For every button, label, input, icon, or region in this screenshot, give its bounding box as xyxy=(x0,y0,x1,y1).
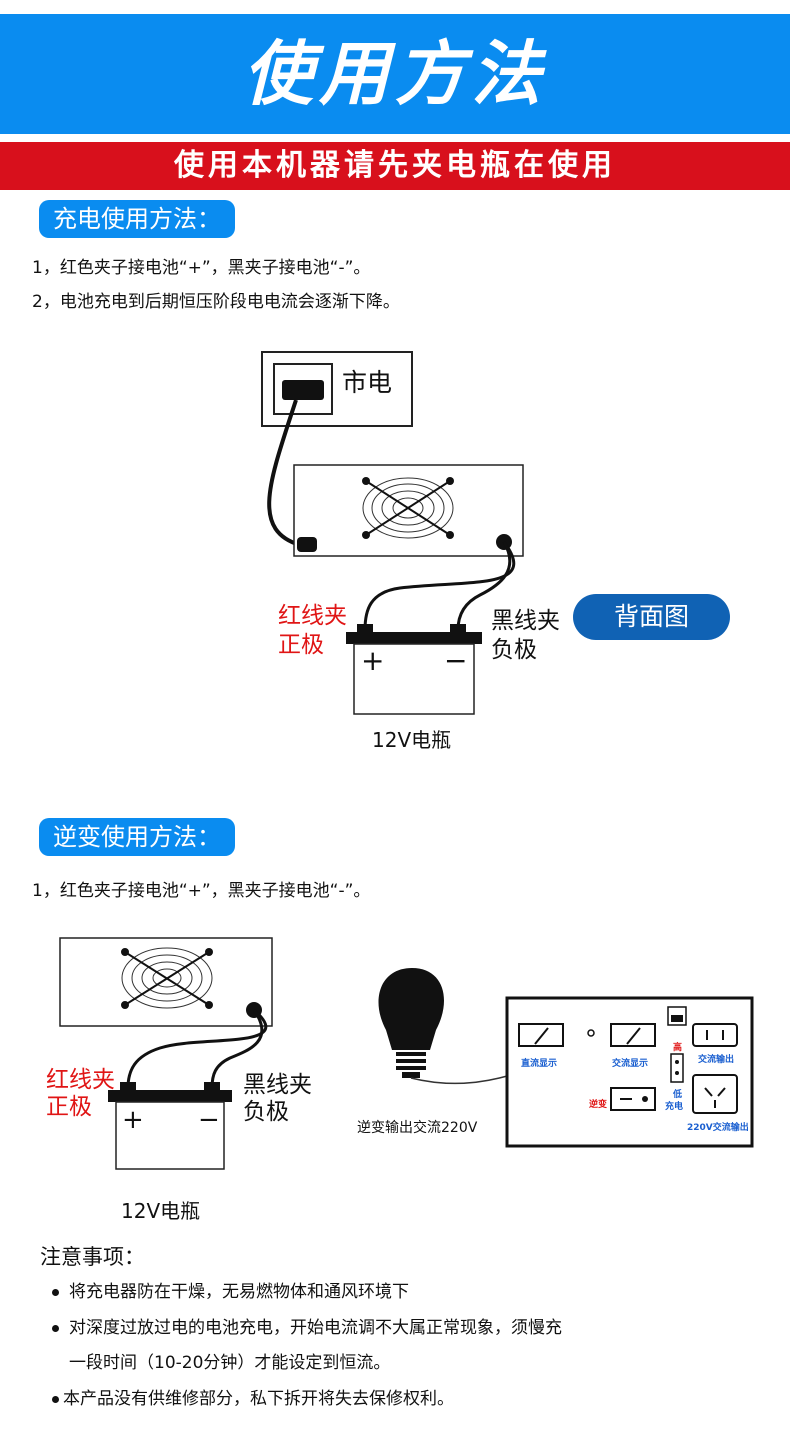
battery-top xyxy=(108,1090,232,1102)
ac-outlet-small xyxy=(692,1023,738,1047)
ac-outlet-large xyxy=(692,1074,738,1114)
black-clip-label: 黑线夹 xyxy=(243,1072,312,1098)
battery-top xyxy=(346,632,482,644)
back-view-badge: 背面图 xyxy=(573,594,730,640)
fan-icon xyxy=(362,477,454,539)
inverter-device-back xyxy=(59,937,273,1027)
note-item-2: 对深度过放过电的电池充电，开始电流调不大属正常现象，须慢充 xyxy=(52,1316,562,1340)
inverter-section-pill: 逆变使用方法： xyxy=(39,818,235,856)
fan-icon xyxy=(121,947,213,1009)
notes-title: 注意事项： xyxy=(40,1245,145,1269)
ac-output-label: 交流输出 xyxy=(698,1055,735,1065)
note-item-3: 本产品没有供维修部分，私下拆开将失去保修权利。 xyxy=(52,1387,454,1411)
battery-label: 12V电瓶 xyxy=(372,728,452,752)
bulb-caption: 逆变输出交流220V xyxy=(357,1120,478,1136)
mains-plug xyxy=(282,380,324,400)
page-title: 使用方法 xyxy=(243,33,547,115)
inverter-diagram xyxy=(59,937,754,1170)
ac-220-output-label: 220V交流输出 xyxy=(687,1123,749,1133)
bullet-icon xyxy=(52,1395,59,1403)
charge-section-pill: 充电使用方法： xyxy=(39,200,235,238)
bullet-icon xyxy=(52,1324,59,1332)
device-back-panel xyxy=(293,464,524,557)
red-clip-positive: 正极 xyxy=(46,1094,92,1120)
inverter-label: 逆变 xyxy=(589,1100,608,1110)
inverter-front-panel xyxy=(505,996,754,1148)
plus-sign: + xyxy=(361,644,385,677)
black-clip-negative: 负极 xyxy=(243,1099,289,1125)
battery-label: 12V电瓶 xyxy=(121,1199,201,1223)
inverter-switch xyxy=(610,1087,656,1111)
red-clip-positive: 正极 xyxy=(278,632,324,658)
minus-sign: − xyxy=(444,644,468,677)
charge-instruction-1: 1，红色夹子接电池“+”，黑夹子接电池“-”。 xyxy=(32,258,371,278)
note-item-1: 将充电器防在干燥，无易燃物体和通风环境下 xyxy=(52,1280,409,1304)
header-banner xyxy=(0,14,790,134)
dc-display-label: 直流显示 xyxy=(521,1059,558,1069)
ac-display-label: 交流显示 xyxy=(612,1059,649,1069)
charge-label: 充电 xyxy=(665,1102,684,1112)
power-inlet xyxy=(297,537,317,552)
bullet-icon xyxy=(52,1288,59,1296)
charge-instruction-2: 2，电池充电到后期恒压阶段电电流会逐渐下降。 xyxy=(32,292,400,312)
inverter-instruction-1: 1，红色夹子接电池“+”，黑夹子接电池“-”。 xyxy=(32,881,371,901)
red-clip-label: 红线夹 xyxy=(278,603,347,629)
dc-meter xyxy=(518,1023,564,1047)
charge-diagram xyxy=(261,351,524,715)
mode-switch xyxy=(670,1053,684,1083)
ac-meter xyxy=(610,1023,656,1047)
page-subtitle: 使用本机器请先夹电瓶在使用 xyxy=(0,142,790,190)
mains-label: 市电 xyxy=(342,368,393,397)
battery-body xyxy=(115,1101,225,1170)
black-clip-label: 黑线夹 xyxy=(491,608,560,634)
plus-sign: + xyxy=(122,1105,144,1135)
low-label: 低 xyxy=(673,1090,683,1100)
high-label: 高 xyxy=(673,1043,683,1053)
light-bulb-icon xyxy=(378,968,444,1078)
black-clip-negative: 负极 xyxy=(491,637,537,663)
red-clip-label: 红线夹 xyxy=(46,1067,115,1093)
battery-body xyxy=(353,643,475,715)
minus-sign: − xyxy=(198,1105,220,1135)
note-item-2-continued: 一段时间（10-20分钟）才能设定到恒流。 xyxy=(69,1353,391,1373)
